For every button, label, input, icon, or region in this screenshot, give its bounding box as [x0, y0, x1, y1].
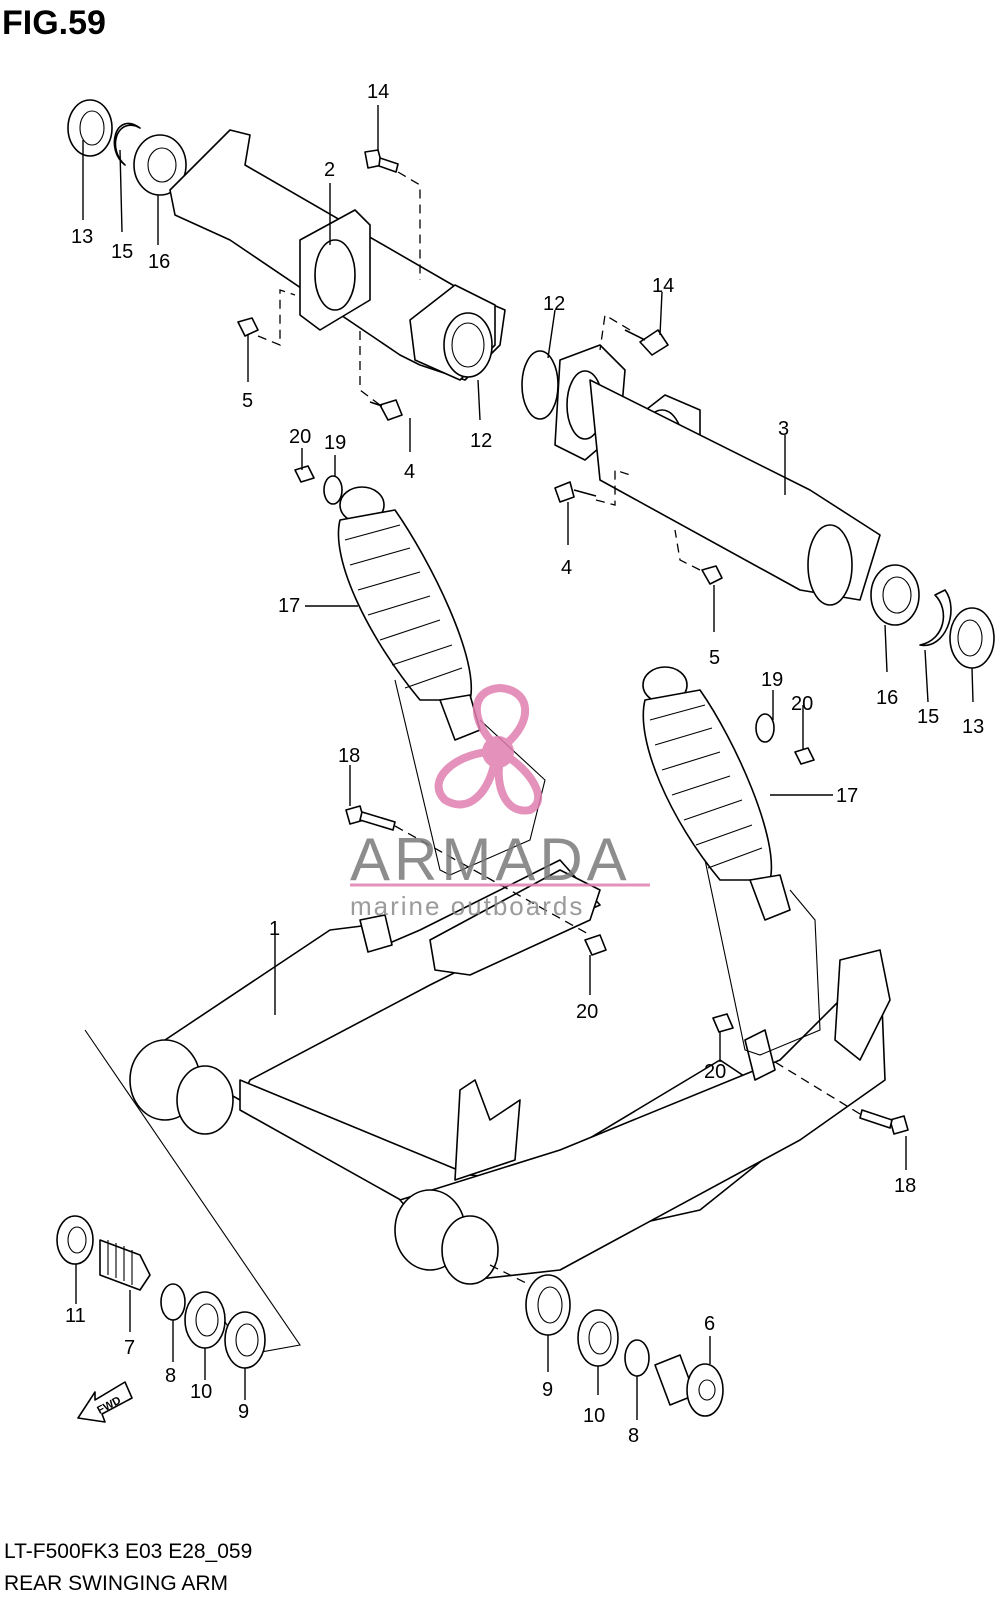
callout-3: 3	[778, 418, 789, 440]
callout-12-lower: 12	[470, 430, 492, 452]
callout-18-left: 18	[338, 745, 360, 767]
pivot-shaft-6[interactable]	[654, 1354, 724, 1417]
callout-4-upper: 4	[404, 461, 415, 483]
callout-20-top-left: 20	[289, 426, 311, 448]
spacer-8-right[interactable]	[624, 1339, 650, 1377]
bolt-18-right[interactable]	[859, 1109, 909, 1135]
callout-6: 6	[704, 1313, 715, 1335]
bearing-16-left[interactable]	[133, 134, 187, 196]
callout-7: 7	[124, 1337, 135, 1359]
callout-8-left: 8	[165, 1365, 176, 1387]
callout-4-right: 4	[561, 557, 572, 579]
circlip-15-right[interactable]	[919, 589, 952, 647]
callout-20-mid: 20	[576, 1001, 598, 1023]
pivot-tube-2[interactable]	[169, 129, 506, 381]
callout-19-right: 19	[761, 669, 783, 691]
bolt-4-upper[interactable]	[369, 399, 403, 421]
bearing-9-right[interactable]	[525, 1274, 571, 1336]
callout-16-right: 16	[876, 687, 898, 709]
callout-labels: 13 15 16 2 14 5 4 12 12 14 3 4 5 16 15 1…	[65, 81, 984, 1447]
figure-title: FIG.59	[2, 4, 106, 42]
bearing-9-left[interactable]	[224, 1311, 266, 1369]
bolt-14-right[interactable]	[624, 329, 669, 356]
figure-name: REAR SWINGING ARM	[4, 1572, 229, 1595]
adjuster-bolt-7[interactable]	[99, 1239, 151, 1291]
callout-10-right: 10	[583, 1405, 605, 1427]
nut-20-left-top[interactable]	[294, 465, 315, 483]
nut-20-right-top[interactable]	[794, 747, 815, 765]
circlip-15-left[interactable]	[113, 122, 141, 166]
fwd-arrow-icon: FWD	[77, 1381, 133, 1423]
leader-lines	[75, 105, 974, 1420]
seal-10-left[interactable]	[184, 1291, 226, 1349]
washer-19-right[interactable]	[755, 713, 775, 743]
callout-17-right: 17	[836, 785, 858, 807]
callout-1: 1	[269, 918, 280, 940]
model-code: LT-F500FK3 E03 E28_059	[4, 1540, 253, 1563]
watermark-tagline: marine outboards	[350, 891, 584, 921]
nut-5-upper[interactable]	[237, 317, 259, 337]
callout-5-upper: 5	[242, 390, 253, 412]
nut-5-right[interactable]	[701, 565, 723, 585]
locknut-11[interactable]	[56, 1215, 94, 1265]
callout-20-low: 20	[704, 1061, 726, 1083]
washer-19-left[interactable]	[323, 475, 343, 505]
callout-13-left: 13	[71, 226, 93, 248]
callout-15-right: 15	[917, 706, 939, 728]
callout-20-top-right: 20	[791, 693, 813, 715]
armada-watermark: ARMADA marine outboards	[350, 683, 650, 921]
shock-absorber-17-right[interactable]	[642, 666, 791, 921]
seal-13-left[interactable]	[67, 99, 113, 157]
callout-16-left: 16	[148, 251, 170, 273]
callout-19-left: 19	[324, 432, 346, 454]
callout-15-left: 15	[111, 241, 133, 263]
callout-13-right: 13	[962, 716, 984, 738]
callout-5-right: 5	[709, 647, 720, 669]
callout-10-left: 10	[190, 1381, 212, 1403]
oring-12-right[interactable]	[521, 350, 559, 420]
callout-9-right: 9	[542, 1379, 553, 1401]
swing-arm-1[interactable]	[129, 859, 891, 1285]
bolt-18-left[interactable]	[345, 805, 396, 831]
bearing-16-right[interactable]	[870, 564, 920, 626]
seal-10-right[interactable]	[577, 1309, 619, 1367]
callout-12-upper: 12	[543, 293, 565, 315]
bolt-4-right[interactable]	[554, 481, 597, 503]
nut-20-right-low[interactable]	[712, 1013, 734, 1033]
callout-14-upper: 14	[367, 81, 389, 103]
pivot-tube-3[interactable]	[554, 344, 881, 606]
watermark-brand: ARMADA	[350, 826, 631, 893]
bolt-14-upper[interactable]	[364, 149, 399, 173]
propeller-logo-icon	[434, 683, 543, 815]
callout-9-left: 9	[238, 1401, 249, 1423]
shock-absorber-17-left[interactable]	[337, 486, 481, 741]
spacer-8-left[interactable]	[160, 1283, 186, 1321]
callout-14-right: 14	[652, 275, 674, 297]
callout-18-right: 18	[894, 1175, 916, 1197]
callout-11: 11	[65, 1305, 86, 1327]
nut-20-mid[interactable]	[584, 934, 607, 956]
callout-8-right: 8	[628, 1425, 639, 1447]
callout-2: 2	[324, 159, 335, 181]
callout-17-left: 17	[278, 595, 300, 617]
seal-13-right[interactable]	[949, 607, 995, 669]
